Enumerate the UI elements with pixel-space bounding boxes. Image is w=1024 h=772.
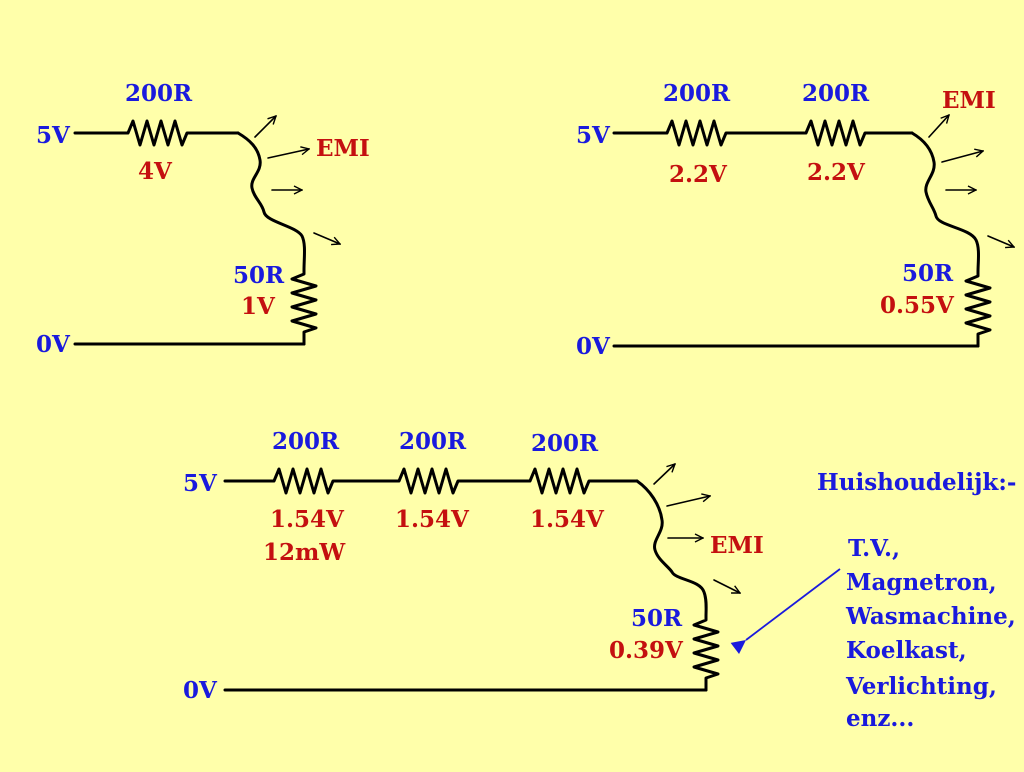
power-label: 12mW (263, 539, 346, 566)
emi-label: EMI (710, 532, 764, 559)
emi-arrow (713, 579, 740, 594)
supply-label: 5V (576, 122, 610, 149)
supply-wire (612, 119, 914, 147)
ground-label: 0V (36, 331, 70, 358)
emi-arrow (666, 496, 710, 507)
household-item: Magnetron, (846, 569, 997, 596)
resistor-label: 200R (272, 428, 340, 455)
wavy-conductor (236, 131, 306, 272)
wavy-conductor (635, 479, 708, 618)
emi-arrow (941, 151, 983, 163)
household-item: Koelkast, (846, 637, 967, 664)
household-item: enz... (846, 705, 915, 732)
ground-label: 0V (576, 333, 610, 360)
household-pointer-arrow (730, 568, 841, 655)
emi-arrow (313, 232, 340, 244)
voltage-drop-label: 1.54V (530, 506, 604, 533)
load-resistor-label: 50R (631, 605, 683, 632)
voltage-drop-label: 4V (138, 158, 172, 185)
circuit-2 (612, 115, 1014, 348)
supply-label: 5V (36, 122, 70, 149)
household-item: Wasmachine, (846, 603, 1016, 630)
voltage-drop-label: 1.54V (395, 506, 469, 533)
supply-label: 5V (183, 470, 217, 497)
household-title: Huishoudelijk:- (817, 469, 1017, 496)
load-resistor (692, 614, 720, 692)
emi-arrow (928, 115, 949, 138)
emi-arrow (987, 235, 1014, 247)
emi-arrow (254, 116, 276, 138)
emi-arrow (653, 464, 675, 485)
supply-wire (73, 119, 240, 147)
load-voltage-label: 1V (241, 293, 275, 320)
resistor-label: 200R (531, 430, 599, 457)
load-resistor-label: 50R (902, 260, 954, 287)
load-resistor (290, 268, 318, 346)
resistor-label: 200R (125, 80, 193, 107)
emi-label: EMI (942, 87, 996, 114)
circuit-3 (223, 464, 740, 692)
load-resistor-label: 50R (233, 262, 285, 289)
emi-label: EMI (316, 135, 370, 162)
emi-arrow (267, 149, 309, 159)
resistor-label: 200R (399, 428, 467, 455)
voltage-drop-label: 2.2V (669, 161, 727, 188)
load-voltage-label: 0.55V (880, 292, 954, 319)
load-voltage-label: 0.39V (609, 637, 683, 664)
voltage-drop-label: 2.2V (807, 159, 865, 186)
supply-wire (223, 467, 639, 495)
voltage-drop-label: 1.54V (270, 506, 344, 533)
load-resistor (964, 270, 992, 348)
resistor-label: 200R (802, 80, 870, 107)
ground-label: 0V (183, 677, 217, 704)
circuit-1 (73, 116, 340, 346)
household-item: T.V., (848, 535, 900, 562)
household-item: Verlichting, (846, 673, 997, 700)
wavy-conductor (910, 131, 980, 274)
resistor-label: 200R (663, 80, 731, 107)
